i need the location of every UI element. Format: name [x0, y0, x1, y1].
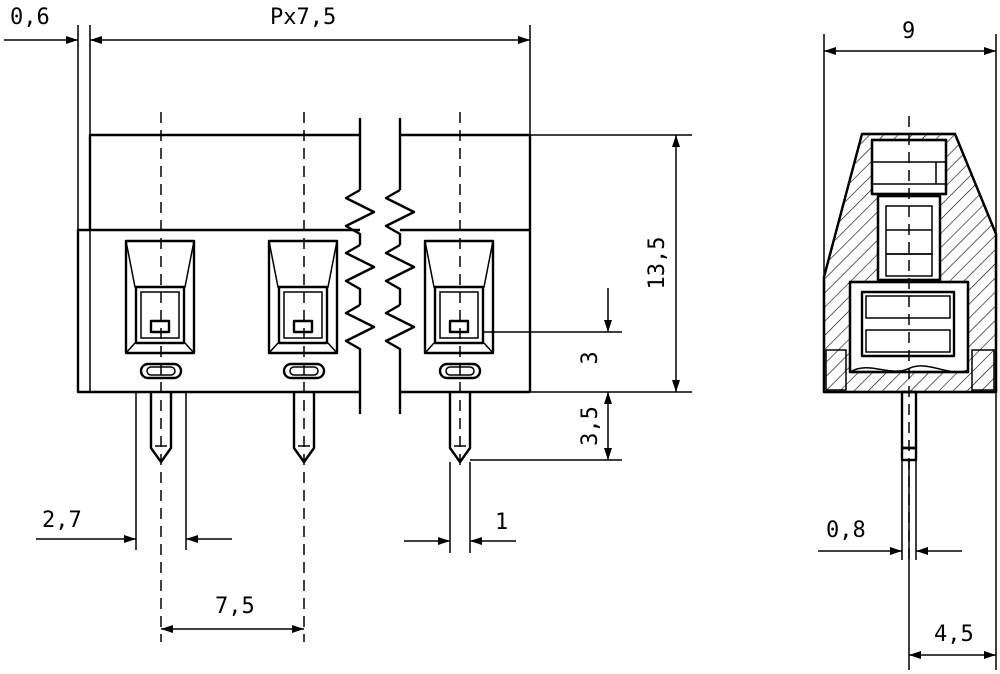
side-dimension-lines	[818, 47, 996, 659]
side-view: 9 0,8 4,5	[818, 19, 998, 670]
dim-pin-offset: 0,6	[10, 5, 50, 30]
dim-pin-to-slot: 3	[578, 351, 603, 364]
dim-side-pin: 0,8	[826, 518, 866, 543]
break-lines	[344, 118, 416, 414]
dim-pin-width: 2,7	[42, 508, 82, 533]
terminal-1	[124, 239, 196, 464]
dim-pin-protrusion: 3,5	[578, 406, 603, 446]
dim-side-half: 4,5	[934, 622, 974, 647]
dim-height: 13,5	[645, 237, 670, 290]
terminal-2	[267, 239, 339, 464]
extension-lines	[77, 25, 692, 553]
dim-pitch: 7,5	[215, 594, 255, 619]
dimension-lines	[4, 36, 680, 633]
center-lines	[160, 112, 461, 642]
terminal-3	[423, 239, 495, 464]
dim-side-width: 9	[902, 19, 915, 44]
dim-pin-thickness: 1	[495, 510, 508, 535]
top-slot	[870, 138, 948, 196]
dim-pitch-total: Px7,5	[270, 5, 336, 30]
front-view: 0,6 Px7,5 13,5 3 3,5 2,7 1 7,5	[4, 5, 692, 642]
